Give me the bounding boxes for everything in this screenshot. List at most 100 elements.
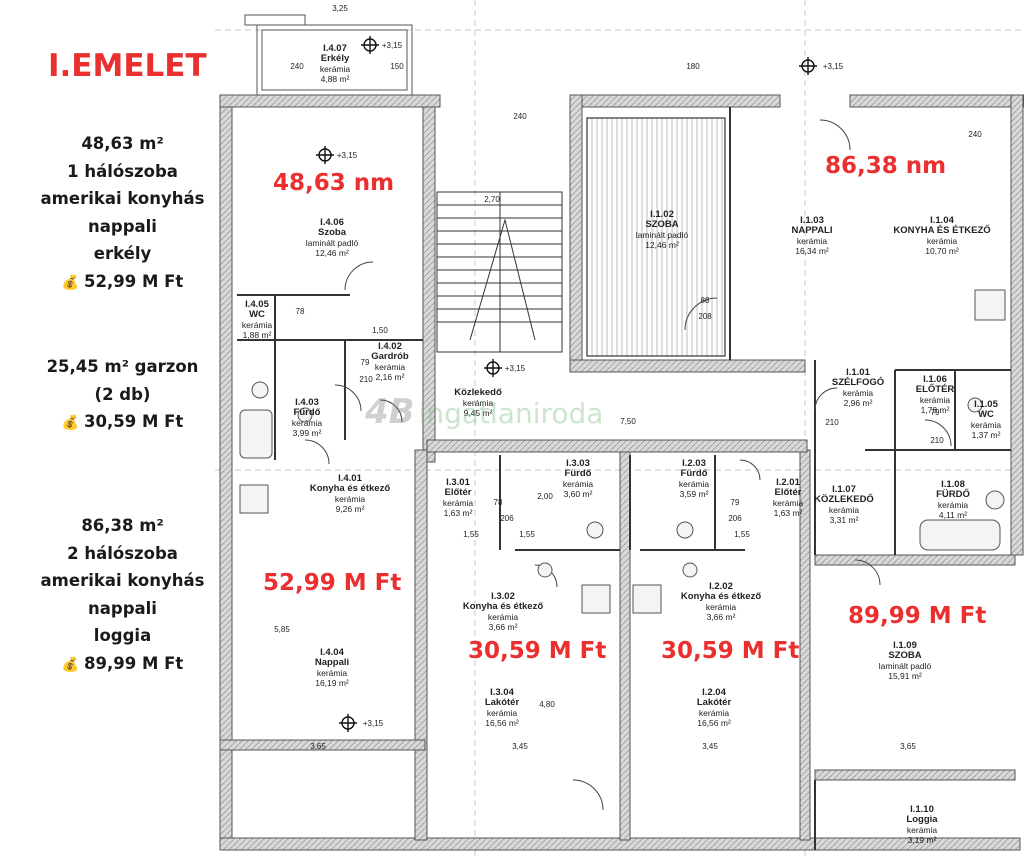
room-area: 16,19 m² <box>315 678 349 688</box>
room-id: I.3.02 <box>491 591 515 602</box>
room-area: 16,56 m² <box>485 718 519 728</box>
dimension-label: 3,65 <box>310 742 326 751</box>
dimension-label: 7,50 <box>620 417 636 426</box>
watermark-text: ingatlaniroda <box>418 397 604 430</box>
room-name: Fürdő <box>293 407 321 418</box>
info-line: nappali <box>88 216 157 236</box>
room-material: kerámia <box>772 498 804 508</box>
price-overlay: 30,59 M Ft <box>468 638 607 664</box>
room-area: 2,16 m² <box>375 372 405 382</box>
room-area: 3,99 m² <box>292 428 322 438</box>
dimension-label: 180 <box>686 62 700 71</box>
room-name: WC <box>978 409 994 420</box>
price-overlay: 89,99 M Ft <box>848 603 987 629</box>
room-material: laminált padló <box>305 238 359 248</box>
room-material: kerámia <box>919 395 951 405</box>
room-id: I.1.02 <box>650 209 674 220</box>
dimension-label: 79 <box>730 498 740 507</box>
room-area: 3,31 m² <box>829 515 859 525</box>
room-id: I.2.03 <box>682 458 706 469</box>
room-name: Loggia <box>906 814 938 825</box>
info-line: nappali <box>88 598 157 618</box>
room-material: kerámia <box>698 708 730 718</box>
room-id: I.4.06 <box>320 217 344 228</box>
room-name: SZOBA <box>888 650 922 661</box>
room-material: kerámia <box>937 500 969 510</box>
room-area: 1,78 m² <box>920 405 950 415</box>
room-material: kerámia <box>926 236 958 246</box>
dimension-label: 88 <box>700 296 710 305</box>
room-material: laminált padló <box>635 230 689 240</box>
room-id: I.1.03 <box>800 215 824 226</box>
room-name: KÖZLEKEDŐ <box>814 494 874 505</box>
room-name: WC <box>249 309 265 320</box>
room-material: kerámia <box>828 505 860 515</box>
room-id: I.4.01 <box>338 473 362 484</box>
floor-plan-drawing <box>215 0 1024 858</box>
room-id: I.1.05 <box>974 399 998 410</box>
dimension-label: 78 <box>295 307 305 316</box>
dimension-label: 79 <box>360 358 370 367</box>
dimension-label: 210 <box>359 375 373 384</box>
room-material: kerámia <box>291 418 323 428</box>
room-id: I.2.02 <box>709 581 733 592</box>
room-area: 1,63 m² <box>443 508 473 518</box>
room-area: 4,11 m² <box>938 510 968 520</box>
room-name: Gardrób <box>371 351 409 362</box>
room-id: I.3.04 <box>490 687 514 698</box>
room-area: 12,46 m² <box>645 240 679 250</box>
room-area: 3,60 m² <box>563 489 593 499</box>
room-name: Konyha és étkező <box>680 591 762 602</box>
apartment-info-48: 48,63 m² 1 hálószoba amerikai konyhás na… <box>0 130 245 297</box>
info-price: 30,59 M Ft <box>0 408 245 438</box>
info-line: amerikai konyhás <box>40 571 205 590</box>
price-overlay: 52,99 M Ft <box>263 570 402 596</box>
room-material: kerámia <box>374 362 406 372</box>
dimension-label: 150 <box>390 62 404 71</box>
room-id: I.4.04 <box>320 647 344 658</box>
level-label: +3,15 <box>362 719 384 728</box>
room-area: 15,91 m² <box>888 671 922 681</box>
room-material: kerámia <box>705 602 737 612</box>
dimension-label: 2,70 <box>484 195 500 204</box>
dimension-label: 3,45 <box>702 742 718 751</box>
room-id: I.1.10 <box>910 804 934 815</box>
room-id: I.1.06 <box>923 374 947 385</box>
info-line: erkély <box>93 244 152 263</box>
info-line: (2 db) <box>94 384 151 404</box>
room-material: kerámia <box>562 479 594 489</box>
room-material: kerámia <box>442 498 474 508</box>
room-area: 3,59 m² <box>679 489 709 499</box>
price-overlay: 30,59 M Ft <box>661 638 800 664</box>
dimension-label: 240 <box>968 130 982 139</box>
room-name: Konyha és étkező <box>309 483 391 494</box>
room-name: Előtér <box>774 487 802 498</box>
room-material: kerámia <box>796 236 828 246</box>
level-label: +3,15 <box>822 62 844 71</box>
dimension-label: 1,55 <box>519 530 535 539</box>
level-label: +3,15 <box>336 151 358 160</box>
room-id: I.3.01 <box>446 477 470 488</box>
area-overlay: 48,63 nm <box>273 170 395 196</box>
room-id: I.1.09 <box>893 640 917 651</box>
room-id: I.4.07 <box>323 43 347 54</box>
room-material: kerámia <box>842 388 874 398</box>
room-id: I.4.05 <box>245 299 269 310</box>
room-material: kerámia <box>486 708 518 718</box>
room-area: 3,66 m² <box>488 622 518 632</box>
dimension-label: 206 <box>728 514 742 523</box>
room-id: I.4.03 <box>295 397 319 408</box>
room-name: Fürdő <box>680 468 708 479</box>
